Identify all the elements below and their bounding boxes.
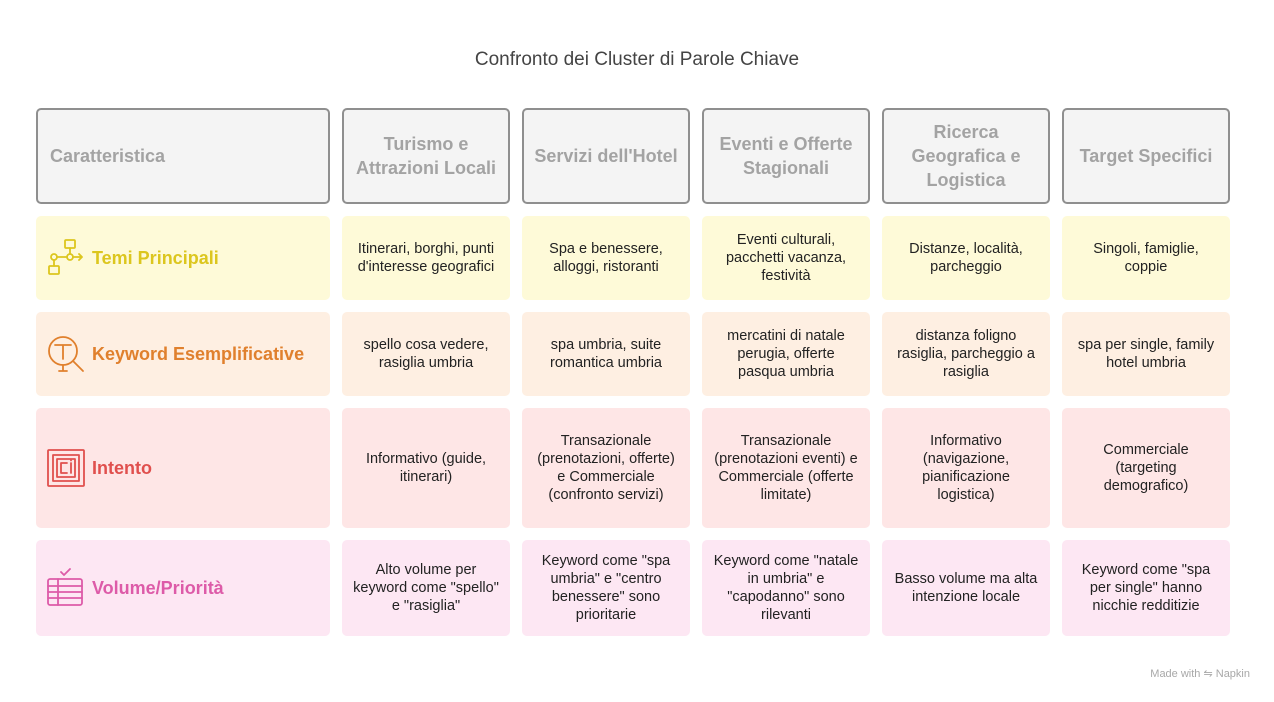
made-with-napkin-credit: Made with ⇋ Napkin	[1150, 668, 1250, 680]
table-cell-text: Informativo (guide, itinerari)	[365, 451, 487, 485]
table-cell: Commerciale (targeting demografico)	[1062, 408, 1230, 528]
table-cell-text: Informativo (navigazione, pianificazione…	[922, 433, 1010, 503]
table-cell: Alto volume per keyword come "spello" e …	[342, 540, 510, 636]
table-cell-text: Transazionale (prenotazioni eventi) e Co…	[714, 433, 858, 503]
row-label-4: Volume/Priorità	[36, 540, 330, 636]
header-column-2: Servizi dell'Hotel	[522, 108, 690, 204]
checklist-icon	[46, 568, 86, 608]
header-column-5: Target Specifici	[1062, 108, 1230, 204]
row-label-text: Intento	[92, 457, 152, 478]
table-cell: Eventi culturali, pacchetti vacanza, fes…	[702, 216, 870, 300]
table-cell-text: Spa e benessere, alloggi, ristoranti	[549, 241, 663, 275]
table-cell: spa umbria, suite romantica umbria	[522, 312, 690, 396]
table-cell: distanza foligno rasiglia, parcheggio a …	[882, 312, 1050, 396]
diagram-title: Confronto dei Cluster di Parole Chiave	[474, 49, 800, 70]
row-label-text: Volume/Priorità	[92, 577, 224, 598]
header-column-label: Ricerca Geografica e Logistica	[911, 122, 1021, 190]
table-cell-text: distanza foligno rasiglia, parcheggio a …	[897, 328, 1035, 380]
header-column-label: Eventi e Offerte Stagionali	[719, 134, 853, 178]
header-column-label: Target Specifici	[1079, 146, 1213, 166]
table-cell-text: Alto volume per keyword come "spello" e …	[353, 562, 499, 614]
table-cell: Itinerari, borghi, punti d'interesse geo…	[342, 216, 510, 300]
header-column-3: Eventi e Offerte Stagionali	[702, 108, 870, 204]
table-cell: spello cosa vedere, rasiglia umbria	[342, 312, 510, 396]
table-cell-text: Basso volume ma alta intenzione locale	[894, 571, 1038, 605]
intent-icon	[46, 448, 86, 488]
table-cell: Transazionale (prenotazioni eventi) e Co…	[702, 408, 870, 528]
table-cell: Transazionale (prenotazioni, offerte) e …	[522, 408, 690, 528]
row-label-3: Intento	[36, 408, 330, 528]
header-column-4: Ricerca Geografica e Logistica	[882, 108, 1050, 204]
table-cell-text: Transazionale (prenotazioni, offerte) e …	[537, 433, 675, 503]
table-cell: mercatini di natale perugia, offerte pas…	[702, 312, 870, 396]
table-cell: Keyword come "spa umbria" e "centro bene…	[522, 540, 690, 636]
header-column-label: Turismo e Attrazioni Locali	[355, 134, 496, 178]
header-column-label: Servizi dell'Hotel	[534, 146, 678, 166]
table-cell: Informativo (guide, itinerari)	[342, 408, 510, 528]
flowchart-icon	[46, 238, 86, 278]
row-label-2: Keyword Esemplificative	[36, 312, 330, 396]
table-cell-text: Singoli, famiglie, coppie	[1093, 241, 1199, 275]
table-cell-text: spa per single, family hotel umbria	[1077, 337, 1215, 371]
text-search-icon	[46, 334, 86, 374]
table-cell-text: spello cosa vedere, rasiglia umbria	[363, 337, 489, 371]
row-label-text: Temi Principali	[92, 247, 219, 268]
table-cell-text: Eventi culturali, pacchetti vacanza, fes…	[725, 232, 847, 284]
table-cell: spa per single, family hotel umbria	[1062, 312, 1230, 396]
table-cell-text: Keyword come "spa per single" hanno nicc…	[1081, 562, 1211, 614]
table-cell: Singoli, famiglie, coppie	[1062, 216, 1230, 300]
row-label-1: Temi Principali	[36, 216, 330, 300]
table-cell: Spa e benessere, alloggi, ristoranti	[522, 216, 690, 300]
header-column-1: Turismo e Attrazioni Locali	[342, 108, 510, 204]
header-feature-label: Caratteristica	[50, 146, 166, 166]
table-cell-text: Itinerari, borghi, punti d'interesse geo…	[357, 241, 495, 275]
row-label-text: Keyword Esemplificative	[92, 343, 305, 364]
table-cell: Basso volume ma alta intenzione locale	[882, 540, 1050, 636]
table-cell-text: Keyword come "natale in umbria" e "capod…	[713, 553, 859, 623]
header-feature-cell: Caratteristica	[36, 108, 330, 204]
table-cell-text: Distanze, località, parcheggio	[909, 241, 1023, 275]
table-cell: Keyword come "natale in umbria" e "capod…	[702, 540, 870, 636]
table-cell-text: Keyword come "spa umbria" e "centro bene…	[541, 553, 671, 623]
table-cell: Keyword come "spa per single" hanno nicc…	[1062, 540, 1230, 636]
table-cell: Informativo (navigazione, pianificazione…	[882, 408, 1050, 528]
table-cell-text: spa umbria, suite romantica umbria	[549, 337, 662, 371]
table-cell-text: Commerciale (targeting demografico)	[1103, 442, 1189, 494]
table-cell: Distanze, località, parcheggio	[882, 216, 1050, 300]
table-cell-text: mercatini di natale perugia, offerte pas…	[727, 328, 845, 380]
